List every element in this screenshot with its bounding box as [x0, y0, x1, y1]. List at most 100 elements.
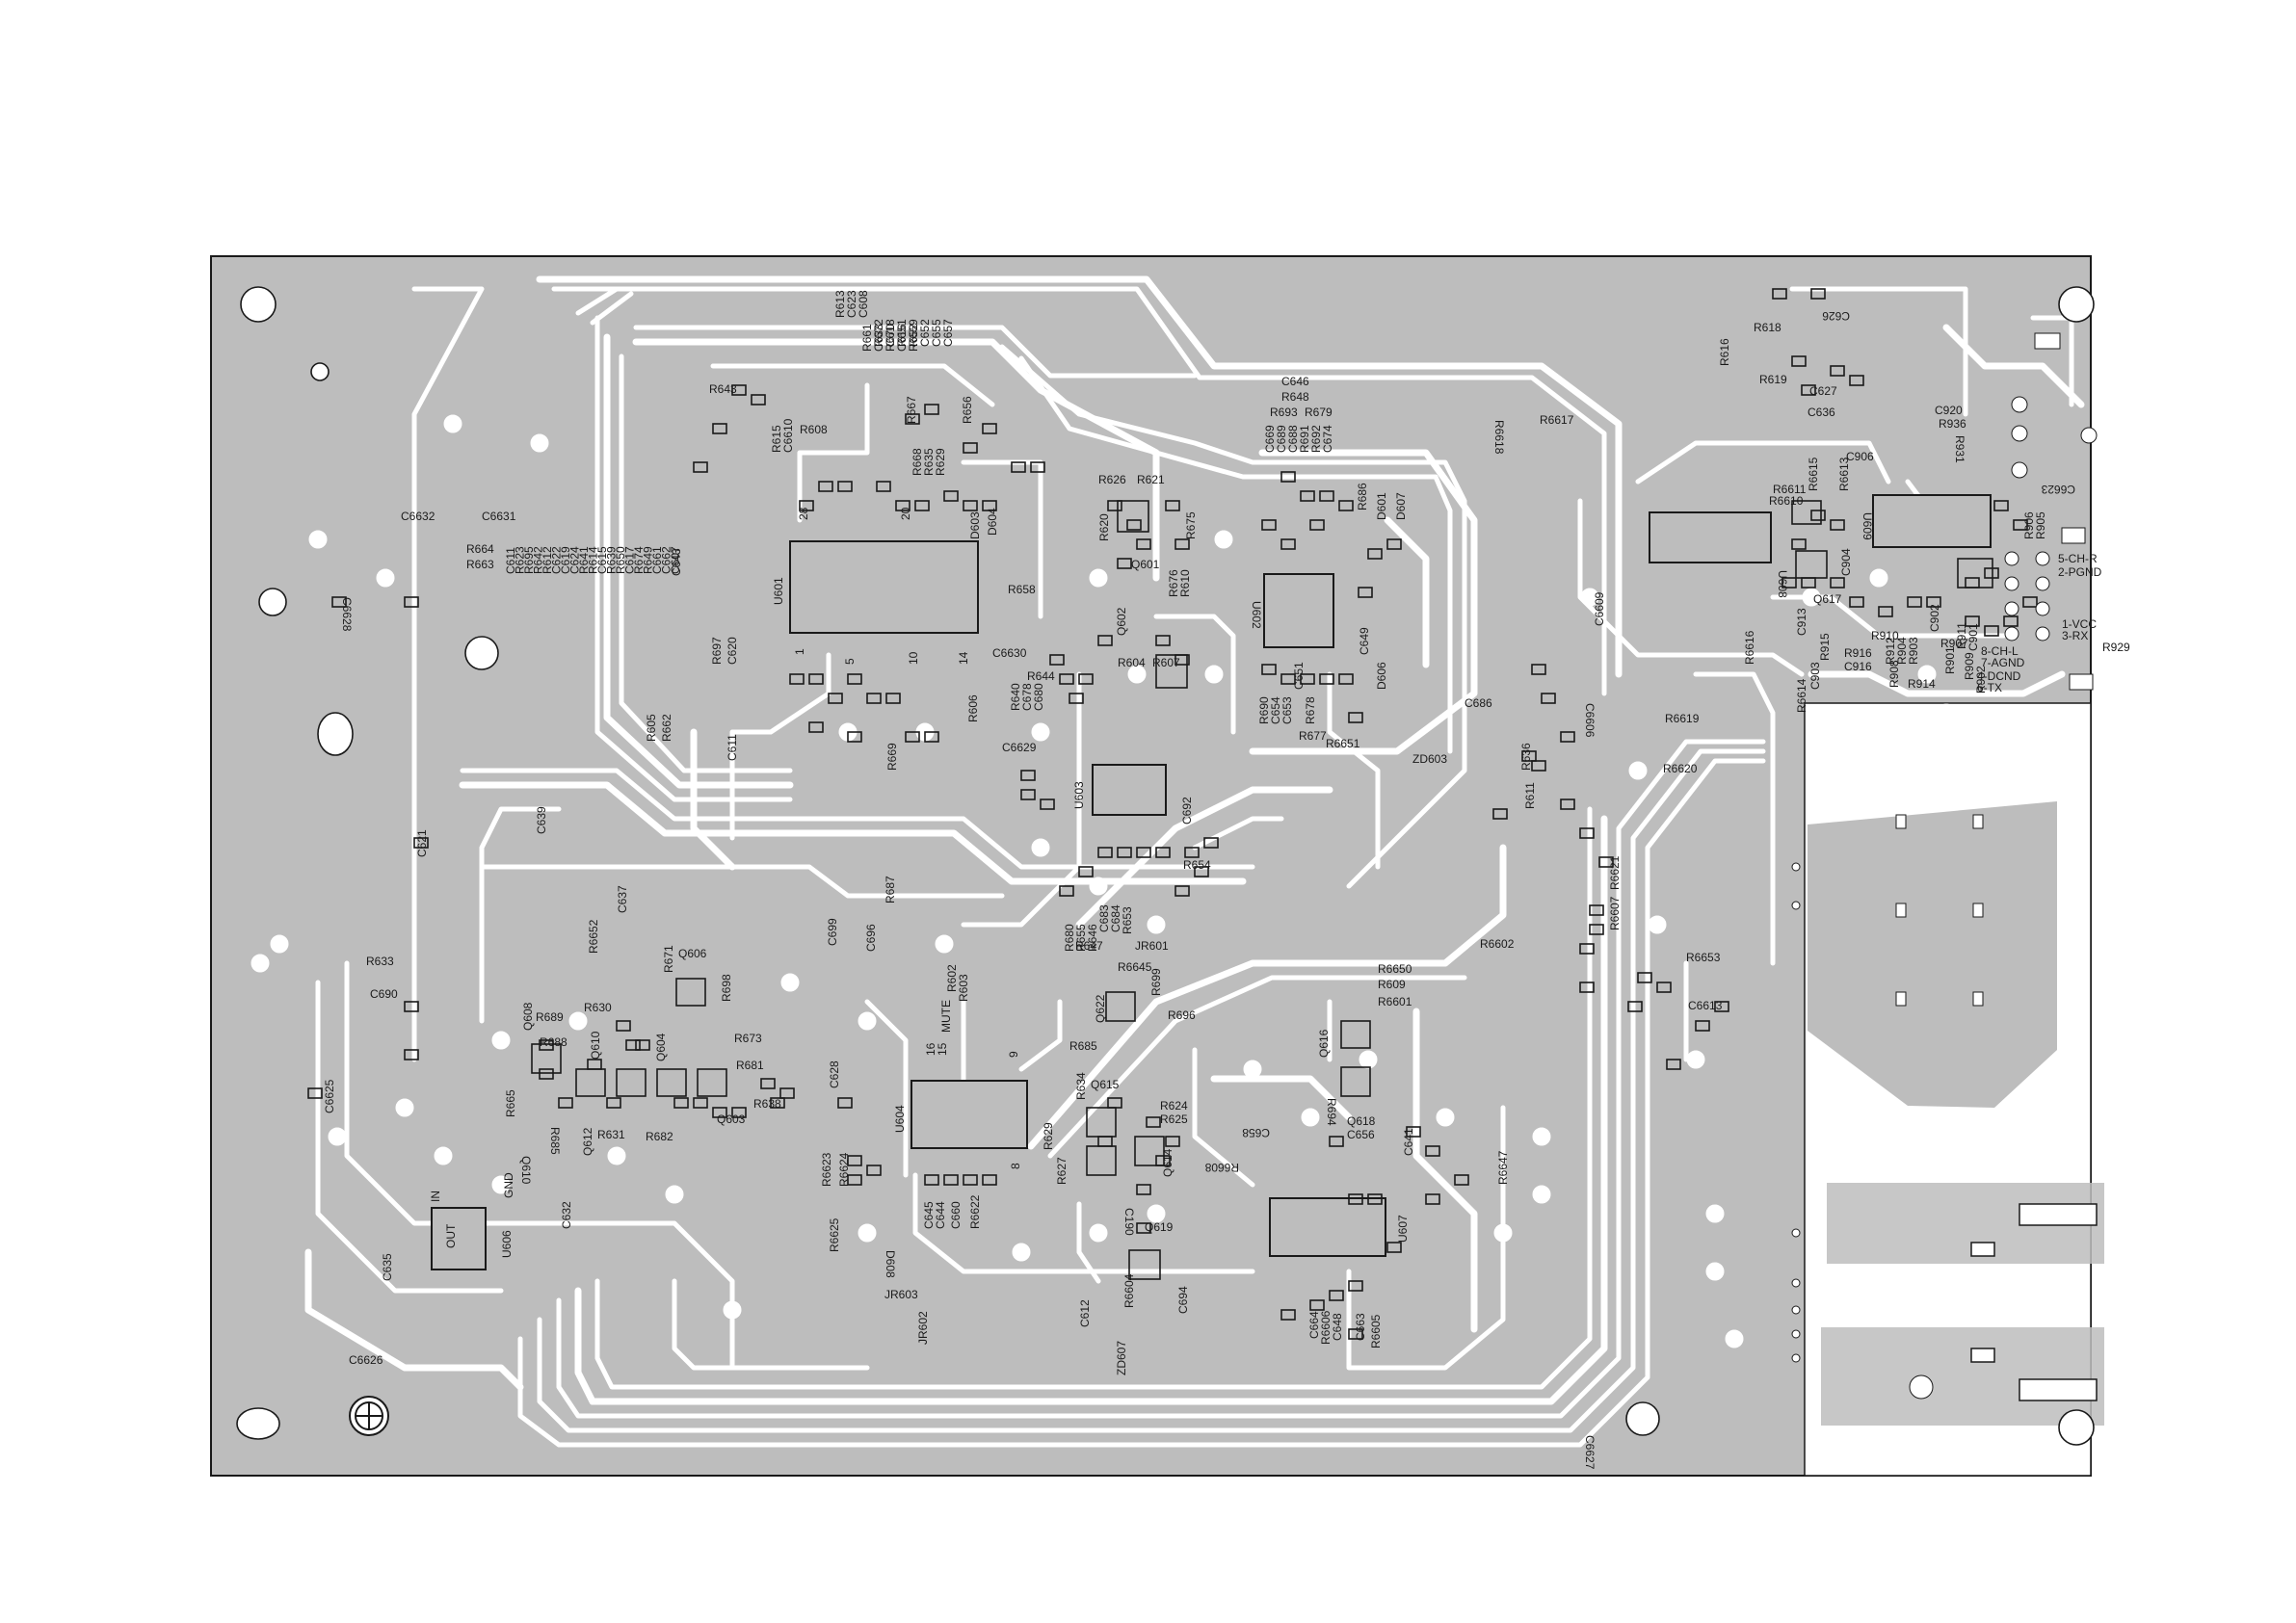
copper-trace: [411, 286, 485, 1062]
component-label: R6652: [587, 919, 600, 954]
component-label: C690: [370, 987, 398, 1001]
copper-pad: [251, 954, 270, 973]
component-label: R6617: [1540, 413, 1574, 427]
copper-pad: [858, 1011, 877, 1031]
copper-trace: [556, 739, 1766, 1419]
transistor-outline: [1795, 550, 1828, 579]
component-label: R643: [709, 382, 737, 396]
component-label: R6605: [1369, 1314, 1383, 1348]
connector-pin: [2035, 576, 2050, 591]
component-label: C678: [1020, 683, 1034, 711]
connector-pin: [2004, 551, 2019, 566]
component-outline: [1589, 904, 1604, 916]
component-outline: [963, 1174, 978, 1186]
component-label: R653: [1121, 906, 1134, 934]
component-label: C636: [1808, 406, 1835, 419]
component-label: R616: [1718, 338, 1731, 366]
copper-trace: [1384, 516, 1430, 668]
component-label: C901: [1966, 623, 1980, 651]
component-outline: [1406, 1126, 1421, 1138]
component-label: R6606: [1319, 1310, 1333, 1345]
component-label: R903: [1907, 637, 1920, 665]
component-outline: [808, 721, 824, 733]
component-outline: [1126, 519, 1142, 531]
component-outline: [808, 673, 824, 685]
copper-pad: [1869, 568, 1888, 588]
copper-pad: [443, 414, 462, 433]
copper-pad: [858, 1223, 877, 1243]
component-label: R651: [895, 319, 909, 347]
component-label: 5: [843, 658, 857, 665]
copper-trace: [690, 728, 736, 871]
component-outline: [982, 1174, 997, 1186]
component-label: R905: [2034, 511, 2047, 539]
component-outline: [1984, 567, 1999, 579]
module-hole: [1909, 1374, 1934, 1400]
component-outline: [1184, 847, 1200, 858]
component-label: R634: [1074, 1072, 1088, 1100]
transistor-outline: [616, 1068, 647, 1097]
module-pad-bottom-1: [1827, 1183, 2104, 1264]
connector-pin: [2004, 576, 2019, 591]
component-label: C646: [1281, 375, 1309, 388]
component-outline: [635, 1039, 650, 1051]
component-outline: [1801, 384, 1816, 396]
component-label: R6619: [1665, 712, 1700, 725]
component-outline: [1280, 471, 1296, 483]
component-label: R640: [1009, 683, 1022, 711]
component-label: R664: [466, 542, 494, 556]
component-label: C651: [1292, 662, 1306, 690]
component-label: Q618: [1347, 1114, 1376, 1128]
component-label: D603: [968, 511, 982, 539]
component-label: R675: [1184, 511, 1198, 539]
component-outline: [1165, 1136, 1180, 1147]
copper-pad: [1089, 877, 1108, 896]
component-label: R625: [1160, 1113, 1188, 1126]
connector-pin: [2035, 601, 2050, 616]
component-outline: [789, 673, 805, 685]
module-tab-1: [2019, 1203, 2098, 1226]
component-label: C612: [1078, 1299, 1092, 1327]
copper-pad: [1359, 1050, 1378, 1069]
component-outline: [1560, 731, 1575, 743]
copper-pad: [1493, 1223, 1513, 1243]
component-label: C656: [1347, 1128, 1375, 1141]
copper-trace: [537, 748, 1766, 1433]
component-label: C686: [1465, 696, 1492, 710]
component-label: Q602: [1115, 607, 1128, 636]
component-outline: [1059, 673, 1074, 685]
transistor-outline: [1086, 1145, 1117, 1176]
component-label: R6602: [1480, 937, 1515, 951]
component-label: C632: [560, 1201, 573, 1229]
component-label: 15: [936, 1042, 949, 1056]
component-outline: [1531, 760, 1546, 772]
component-outline: [982, 423, 997, 434]
copper-pad: [607, 1146, 626, 1165]
copper-pad: [1917, 665, 1937, 684]
component-labels: R613C623C608R661C633R670C616R652R672C618…: [323, 290, 2130, 1470]
component-outline: [924, 404, 939, 415]
copper-trace: [710, 363, 995, 407]
component-label: R654: [1183, 858, 1211, 872]
component-label: R602: [945, 964, 959, 992]
transistor-outline: [1340, 1020, 1371, 1049]
copper-trace: [594, 806, 1593, 1390]
component-outline: [1117, 558, 1132, 569]
component-label: C608: [857, 290, 870, 318]
component-label: Q610: [519, 1156, 533, 1185]
component-label: R606: [966, 694, 980, 722]
component-label: R698: [720, 974, 733, 1002]
component-label: C621: [415, 829, 429, 857]
copper-trace: [517, 758, 1766, 1448]
component-label: R613: [833, 290, 847, 318]
component-label: U609: [1861, 512, 1874, 540]
component-label: R6601: [1378, 995, 1412, 1008]
component-label: C904: [1839, 548, 1853, 576]
component-label: 20: [899, 507, 912, 520]
module-pad-bottom-2: [1821, 1327, 2104, 1426]
component-label: Q601: [1131, 558, 1160, 571]
component-label: C6630: [992, 646, 1027, 660]
copper-trace: [672, 1278, 870, 1371]
component-label: R690: [1257, 696, 1271, 724]
copper-pad: [491, 1031, 511, 1050]
